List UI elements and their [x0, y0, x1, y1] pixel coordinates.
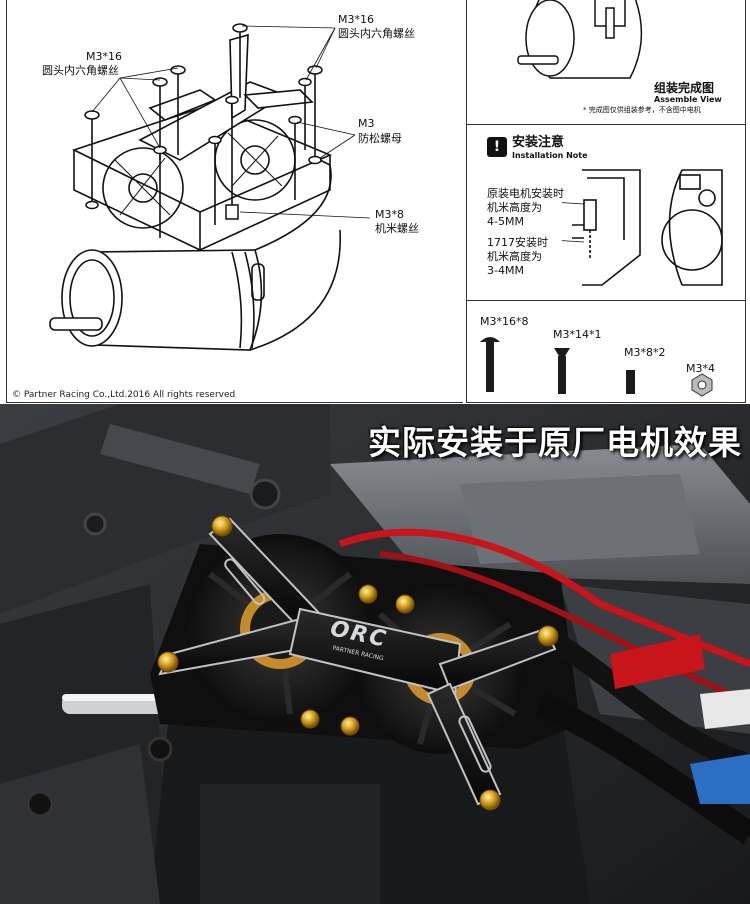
copyright-text: © Partner Racing Co.,Ltd.2016 All rights…	[12, 390, 236, 400]
install-note-title-cn: 安装注意	[512, 135, 565, 150]
installation-photo-render	[0, 404, 750, 904]
install-detail-diagram	[562, 169, 723, 286]
exploded-view-frame	[6, 0, 463, 403]
instruction-sheet: M3*16 圆头内六角螺丝 M3*16 圆头内六角螺丝 M3 防松螺母 M3*8…	[0, 0, 750, 404]
install-note-line2b: 机米高度为	[487, 250, 542, 263]
panel-divider-2	[466, 300, 745, 301]
install-note-title-en: Installation Note	[512, 151, 588, 160]
part-3-label: M3*8*2	[624, 346, 666, 359]
assembled-view-diagram	[517, 0, 643, 79]
install-note-line1b: 机米高度为	[487, 201, 542, 214]
install-note-line1a: 原装电机安装时	[487, 187, 564, 200]
screw-left-desc: 圆头内六角螺丝	[42, 64, 119, 77]
screw-left-size: M3*16	[86, 50, 122, 63]
part-2-label: M3*14*1	[553, 328, 602, 341]
install-note-line1c: 4-5MM	[487, 215, 524, 228]
nut-desc: 防松螺母	[358, 132, 402, 145]
photo-title: 实际安装于原厂电机效果	[368, 423, 742, 462]
exploded-diagram	[49, 23, 371, 351]
nut-size: M3	[358, 117, 375, 130]
part-4-label: M3*4	[686, 362, 715, 375]
screw-top-desc: 圆头内六角螺丝	[338, 27, 415, 40]
screw-top-size: M3*16	[338, 13, 374, 26]
part-1-label: M3*16*8	[480, 315, 529, 328]
install-note-line2c: 3-4MM	[487, 264, 524, 277]
panel-divider	[466, 124, 745, 125]
install-note-line2a: 1717安装时	[487, 236, 548, 249]
assembled-note: * 完成图仅供组装参考，不含图中电机	[583, 106, 701, 114]
assembled-title-cn: 组装完成图	[654, 81, 715, 95]
screw-motor-size: M3*8	[375, 208, 404, 221]
installation-photo: 实际安装于原厂电机效果 ORC PARTNER RACING	[0, 404, 750, 904]
screw-motor-desc: 机米螺丝	[375, 222, 419, 235]
assembled-title-en: Assemble View	[654, 95, 722, 104]
parts-icons	[480, 337, 713, 397]
warning-icon: !	[487, 137, 507, 157]
side-panel-frame	[466, 0, 746, 403]
